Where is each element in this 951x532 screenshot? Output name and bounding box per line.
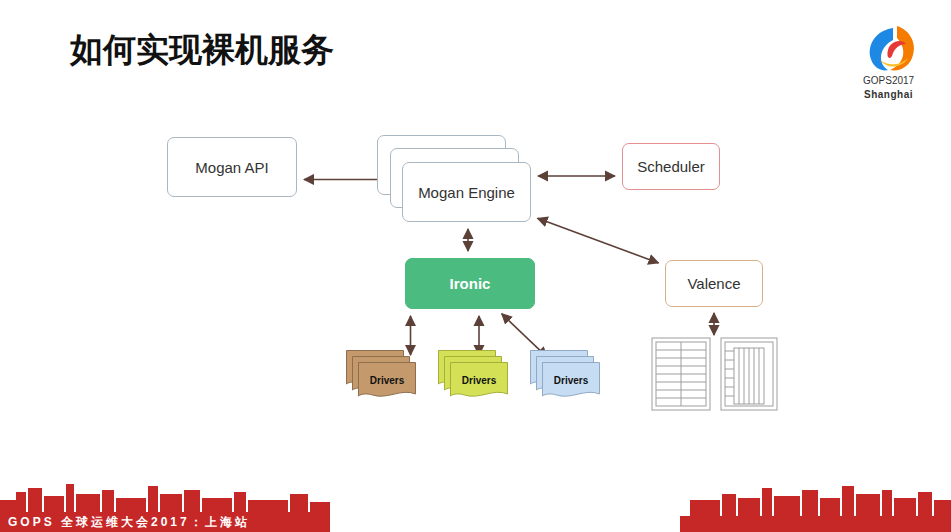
connector-arrow (538, 175, 615, 177)
process-box: Mogan Engine (402, 162, 531, 222)
process-box: Valence (665, 260, 763, 307)
document-stack: Drivers (358, 362, 416, 398)
logo-text: Shanghai (864, 89, 913, 100)
document-stack: Drivers (450, 362, 508, 398)
footer-text: GOPS 全球运维大会2017：上海站 (8, 514, 250, 531)
node-text: Drivers (370, 375, 404, 386)
footer-band (680, 516, 951, 532)
server-rack (652, 338, 710, 410)
process-box: Ironic (405, 258, 535, 309)
document-stack: Drivers (542, 362, 600, 398)
node-text: Valence (687, 275, 740, 292)
node-text: Mogan API (195, 159, 268, 176)
logo-mark (870, 26, 914, 71)
logo-text: GOPS2017 (863, 75, 914, 86)
rack-connector (713, 313, 715, 335)
process-box: Scheduler (622, 143, 720, 190)
connector-arrow (538, 218, 659, 263)
node-text: Ironic (450, 275, 491, 292)
footer-band (0, 512, 330, 532)
slide-title: 如何实现裸机服务 (70, 28, 334, 73)
node-text: Drivers (554, 375, 588, 386)
node-text: Scheduler (637, 158, 705, 175)
connector-arrow (410, 316, 412, 355)
server-rack (721, 338, 777, 410)
skyline (0, 484, 951, 532)
connector-arrow (478, 316, 480, 355)
connector-arrow (467, 229, 469, 251)
node-text: Drivers (462, 375, 496, 386)
node-text: Mogan Engine (418, 184, 515, 201)
process-box: Mogan API (167, 137, 297, 197)
